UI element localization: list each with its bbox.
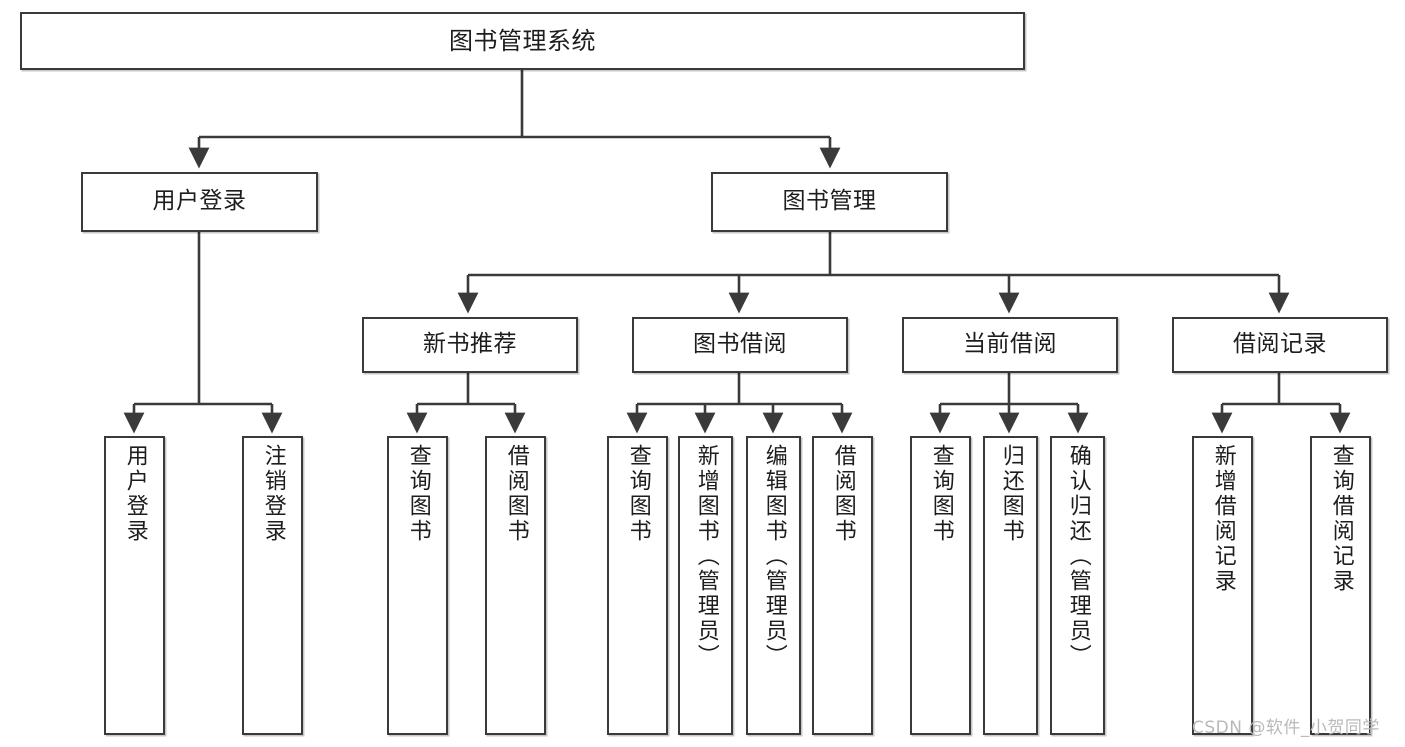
node-leaf-add-record-label: 新增借阅记录 <box>1210 444 1236 594</box>
node-root-label: 图书管理系统 <box>449 26 596 55</box>
node-leaf-add-book-label: 新增图书（管理员） <box>693 444 719 669</box>
node-leaf-query-book-1-label: 查询图书 <box>405 444 431 544</box>
node-new-book-recommend[interactable]: 新书推荐 <box>362 317 578 373</box>
node-leaf-query-book-3[interactable]: 查询图书 <box>910 436 971 735</box>
node-leaf-borrow-book-1[interactable]: 借阅图书 <box>485 436 546 735</box>
node-leaf-add-book[interactable]: 新增图书（管理员） <box>678 436 733 735</box>
node-leaf-borrow-book-2-label: 借阅图书 <box>830 444 856 544</box>
node-user-login-label: 用户登录 <box>152 188 247 215</box>
node-leaf-edit-book-label: 编辑图书（管理员） <box>761 444 787 669</box>
node-leaf-return-book[interactable]: 归还图书 <box>983 436 1038 735</box>
node-leaf-query-record-label: 查询借阅记录 <box>1328 444 1354 594</box>
node-leaf-user-login[interactable]: 用户登录 <box>104 436 165 735</box>
node-current-borrow-label: 当前借阅 <box>963 331 1057 358</box>
node-leaf-confirm-return[interactable]: 确认归还（管理员） <box>1050 436 1105 735</box>
node-leaf-add-record[interactable]: 新增借阅记录 <box>1192 436 1253 735</box>
node-leaf-confirm-return-label: 确认归还（管理员） <box>1065 444 1091 669</box>
node-root[interactable]: 图书管理系统 <box>20 12 1025 70</box>
watermark-text: CSDN @软件_小贺同学 <box>1192 718 1380 738</box>
node-leaf-query-book-2-label: 查询图书 <box>625 444 651 544</box>
node-user-login[interactable]: 用户登录 <box>81 172 318 232</box>
node-leaf-query-book-2[interactable]: 查询图书 <box>607 436 668 735</box>
node-book-manage[interactable]: 图书管理 <box>711 172 948 232</box>
node-book-borrow-label: 图书借阅 <box>693 331 787 358</box>
node-borrow-record[interactable]: 借阅记录 <box>1172 317 1388 373</box>
node-leaf-borrow-book-2[interactable]: 借阅图书 <box>812 436 873 735</box>
node-leaf-user-login-label: 用户登录 <box>122 444 148 544</box>
node-leaf-query-book-1[interactable]: 查询图书 <box>387 436 448 735</box>
node-borrow-record-label: 借阅记录 <box>1233 331 1327 358</box>
node-new-book-recommend-label: 新书推荐 <box>423 331 517 358</box>
node-leaf-edit-book[interactable]: 编辑图书（管理员） <box>746 436 801 735</box>
node-leaf-query-book-3-label: 查询图书 <box>928 444 954 544</box>
node-leaf-borrow-book-1-label: 借阅图书 <box>503 444 529 544</box>
node-leaf-return-book-label: 归还图书 <box>998 444 1024 544</box>
node-book-manage-label: 图书管理 <box>782 188 877 215</box>
node-leaf-user-logout-label: 注销登录 <box>260 444 286 544</box>
node-leaf-user-logout[interactable]: 注销登录 <box>242 436 303 735</box>
node-leaf-query-record[interactable]: 查询借阅记录 <box>1310 436 1371 735</box>
node-book-borrow[interactable]: 图书借阅 <box>632 317 848 373</box>
node-current-borrow[interactable]: 当前借阅 <box>902 317 1118 373</box>
